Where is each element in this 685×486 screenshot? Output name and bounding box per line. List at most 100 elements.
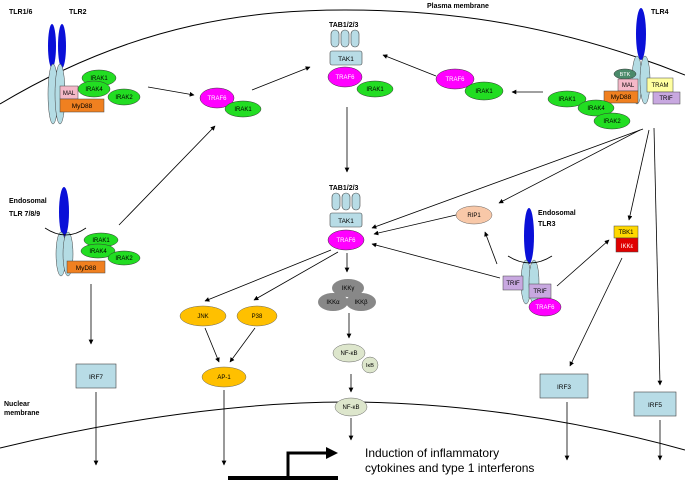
ap1-label: AP-1 (217, 375, 231, 381)
arrow (118, 125, 216, 226)
arrow (653, 127, 663, 386)
irak1-node (547, 90, 587, 108)
tak1-box (329, 212, 363, 228)
traf6-label: TRAF6 (207, 96, 227, 102)
irak4-node (577, 99, 615, 117)
tab-top-label: TAB1/2/3 (329, 22, 359, 29)
arrow (484, 231, 498, 265)
arrow (569, 257, 623, 367)
irf3-label: IRF3 (557, 384, 571, 391)
tab-subunit (351, 192, 361, 211)
gene-promoter (228, 447, 338, 480)
plasma-membrane (0, 9, 685, 105)
trif-label: TRIF (533, 289, 547, 295)
myd88-box (59, 98, 105, 113)
trif-box (652, 91, 681, 105)
arrow (382, 54, 437, 77)
tab-mid-label: TAB1/2/3 (329, 185, 359, 192)
myd88-label: MyD88 (72, 103, 93, 110)
irf5: IRF5 (633, 391, 677, 417)
ikk-alpha-label: IKKα (326, 300, 340, 306)
btk-label: BTK (620, 72, 631, 78)
p38-node (236, 305, 278, 327)
arrow (371, 242, 501, 279)
endosomal-tlr3-label: Endosomal (538, 210, 576, 217)
ikk-complex: IKKγ IKKα IKKβ (318, 279, 376, 311)
irf7-box (75, 363, 117, 389)
tab-subunit (330, 29, 340, 48)
ikke-box (615, 237, 639, 253)
irak4-label: IRAK4 (587, 106, 605, 112)
ikk-gamma-node (332, 279, 364, 297)
tak1-box (329, 50, 363, 66)
nuclear-membrane-label-1: Nuclear (4, 401, 30, 408)
tak1-label: TAK1 (338, 56, 354, 63)
irf5-box (633, 391, 677, 417)
arrow (147, 86, 195, 97)
myd88-label: MyD88 (76, 265, 97, 272)
traf6-node (528, 297, 562, 317)
irak1-node (464, 81, 504, 101)
ikk-gamma-label: IKKγ (342, 286, 355, 292)
tlr3-label: TLR3 (538, 221, 556, 228)
transcription-start-arrow (286, 451, 330, 478)
trif-label: TRIF (659, 96, 673, 102)
myd88-box (603, 90, 639, 104)
output-text-line1: Induction of inflammatory (365, 446, 500, 460)
nfkb-node (334, 397, 368, 417)
ikb-label: IκB (366, 363, 374, 369)
traf6-node (327, 66, 363, 88)
irak1-node (356, 80, 394, 98)
tbk1-label: TBK1 (618, 230, 634, 236)
trif-box (528, 283, 552, 299)
traf6-irak1-complex-right: TRAF6 IRAK1 (435, 68, 504, 101)
endosome-membrane (507, 255, 553, 264)
tab-subunit (340, 29, 350, 48)
mal-label: MAL (63, 91, 76, 97)
irf7: IRF7 (75, 363, 117, 389)
irak1-label: IRAK1 (234, 107, 252, 113)
nfkb-ikb-complex: NF-κB IκB (332, 343, 379, 374)
irak2-label: IRAK2 (115, 95, 133, 101)
tab-tak1-complex-middle: TAK1 TRAF6 (327, 192, 365, 251)
traf6-label: TRAF6 (336, 238, 356, 244)
output-text-line2: cytokines and type 1 interferons (365, 461, 535, 475)
tlr2-ligand-head (58, 24, 66, 68)
tram-label: TRAM (652, 83, 669, 89)
irak4-label: IRAK4 (89, 249, 107, 255)
myd88-box (66, 260, 106, 274)
irak1-node (224, 100, 262, 118)
arrow (251, 66, 311, 91)
irak1-label: IRAK1 (475, 89, 493, 95)
tab-tak1-complex-top: TAK1 TRAF6 IRAK1 (327, 29, 394, 98)
arrow (253, 251, 339, 301)
traf6-label: TRAF6 (335, 75, 355, 81)
ikke-label: IKKε (621, 244, 634, 250)
arrow (371, 128, 644, 229)
tlr1-6-label: TLR1/6 (9, 9, 33, 16)
tbk1-ikke-complex: TBK1 IKKε (613, 225, 639, 253)
tlr7-8-9-receptor (44, 187, 87, 277)
arrow (556, 239, 610, 287)
irak1-label: IRAK1 (366, 87, 384, 93)
arrow (627, 129, 650, 221)
irf3: IRF3 (539, 373, 589, 399)
traf6-irak1-complex-left: TRAF6 IRAK1 (199, 87, 262, 118)
endosomal-tlr789-label: Endosomal (9, 198, 47, 205)
traf6-node (327, 229, 365, 251)
jnk-label: JNK (197, 314, 208, 320)
tlr3-ligand-head (524, 208, 534, 264)
irak2-node (107, 250, 141, 266)
arrow (204, 327, 220, 363)
traf6-node (435, 68, 475, 90)
tak1-label: TAK1 (338, 218, 354, 225)
nfkb-label: NF-κB (341, 351, 358, 357)
irak1-label: IRAK1 (558, 97, 576, 103)
tab-subunit (341, 192, 351, 211)
ikk-beta-label: IKKβ (354, 300, 368, 306)
irf7-label: IRF7 (89, 374, 103, 381)
nuclear-membrane-label-2: membrane (4, 410, 40, 417)
p38-label: P38 (252, 314, 263, 320)
transcription-start-arrowhead (326, 447, 338, 459)
